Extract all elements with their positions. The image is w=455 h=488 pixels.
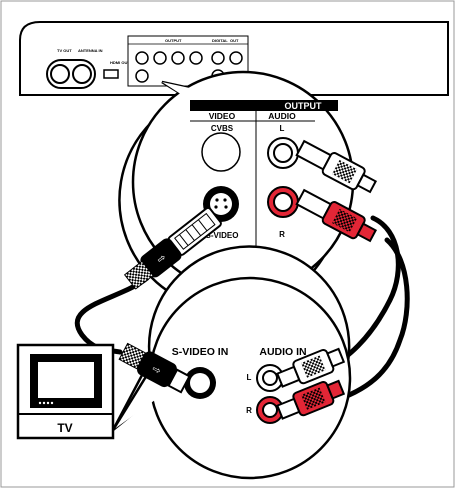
digital-mini-label: DIGITAL [212,38,228,43]
antenna-jacks: TV OUT ANTENNA IN [46,48,103,89]
svideo-label: S-VIDEO [206,231,239,240]
cvbs-jack [201,132,241,172]
audio-in-label: AUDIO IN [259,346,306,358]
output-header-bar [190,100,338,111]
audio-in-left-label: L [247,373,252,382]
antenna-in-mini-label: ANTENNA IN [78,48,103,53]
audio-in-right-label: R [246,406,252,415]
svideo-plug-top: ⇨ [123,206,222,290]
tv-device: TV [16,343,115,440]
video-header: VIDEO [209,111,236,121]
hdmi-port: HDMI OUT [103,60,130,79]
audio-left-label: L [280,124,285,133]
svideo-in-label: S-VIDEO IN [172,346,229,358]
audio-plug-top-red [295,188,378,243]
zoom-callout-input: S-VIDEO IN AUDIO IN L R [111,245,352,480]
audio-plug-top-white [295,139,378,194]
audio-cable-right [327,237,410,405]
svideo-plug-bottom: ⇨ [118,342,191,394]
hdmi-mini-label: HDMI OUT [110,60,130,65]
tv-out-mini-label: TV OUT [57,48,72,53]
out-mini-label: OUT [230,38,239,43]
audio-header: AUDIO [268,111,296,121]
audio-plug-bottom-white [276,347,346,388]
cvbs-label: CVBS [211,124,234,133]
output-mini-label: OUTPUT [165,38,182,43]
tv-label: TV [57,421,72,435]
audio-right-label: R [279,230,285,239]
output-header: OUTPUT [285,101,323,111]
audio-plug-bottom-red [276,379,346,420]
